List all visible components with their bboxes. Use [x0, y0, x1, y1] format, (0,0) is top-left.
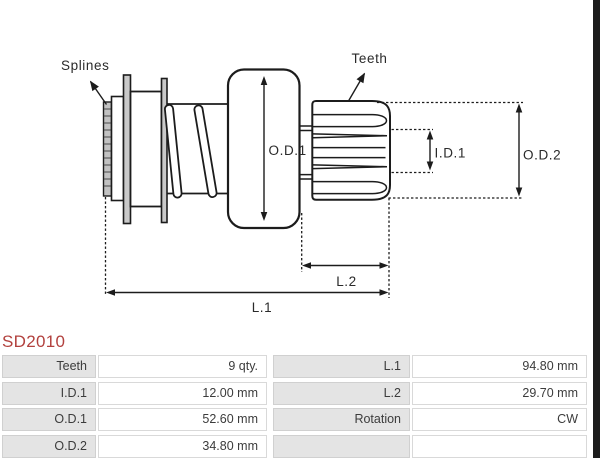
- spec-label: O.D.2: [2, 434, 96, 458]
- dimension-od2: [515, 103, 523, 197]
- od2-label: O.D.2: [523, 148, 561, 163]
- splines-label: Splines: [61, 58, 109, 73]
- part-number: SD2010: [2, 332, 66, 351]
- dimension-od1: [260, 76, 268, 221]
- pinion-teeth-lines: [312, 113, 388, 195]
- teeth-leader-arrow: [347, 72, 366, 102]
- l1-label: L.1: [252, 300, 273, 315]
- spec-table: Teeth 9 qty. L.1 94.80 mm I.D.1 12.00 mm…: [2, 355, 588, 458]
- step-shaft: [299, 125, 313, 180]
- spec-label: [273, 434, 410, 458]
- thrust-washer-front: [122, 74, 132, 225]
- starter-drive-technical-drawing: Splines Teeth O.D.1 I.D.1 O.D.2 L.2 L.1: [61, 51, 561, 315]
- spec-label: L.1: [273, 355, 410, 378]
- spec-label: L.2: [273, 381, 410, 405]
- spec-label: O.D.1: [2, 408, 96, 431]
- pinion-gear: [311, 100, 391, 201]
- splines-leader-arrow: [89, 80, 108, 105]
- drive-assembly: [102, 68, 391, 230]
- collar: [110, 95, 125, 202]
- right-edge-bar: [593, 0, 600, 458]
- spec-value: 52.60 mm: [98, 408, 267, 431]
- spec-label: Rotation: [273, 408, 410, 431]
- id1-label: I.D.1: [435, 146, 467, 161]
- spec-value: 12.00 mm: [98, 381, 267, 405]
- od1-label: O.D.1: [269, 143, 307, 158]
- spec-value: 94.80 mm: [412, 355, 587, 378]
- spec-value: [412, 434, 587, 458]
- dimension-l2: [302, 262, 389, 269]
- spec-value: 29.70 mm: [412, 381, 587, 405]
- spec-label: I.D.1: [2, 381, 96, 405]
- spec-label: Teeth: [2, 355, 96, 378]
- extension-lines: [104, 101, 523, 298]
- spec-value: 34.80 mm: [98, 434, 267, 458]
- splines-section: [102, 101, 113, 197]
- spec-value: 9 qty.: [98, 355, 267, 378]
- table-row: O.D.2 34.80 mm: [2, 434, 588, 458]
- teeth-label: Teeth: [352, 51, 388, 66]
- spec-value: CW: [412, 408, 587, 431]
- hub-cylinder: [129, 90, 163, 208]
- spring-section: [164, 103, 229, 199]
- thrust-washer-rear: [160, 77, 168, 224]
- dimension-id1: [426, 130, 434, 171]
- table-row: I.D.1 12.00 mm L.2 29.70 mm: [2, 381, 588, 405]
- l2-label: L.2: [336, 274, 357, 289]
- table-row: O.D.1 52.60 mm Rotation CW: [2, 408, 588, 431]
- table-row: Teeth 9 qty. L.1 94.80 mm: [2, 355, 588, 378]
- dimension-l1: [106, 289, 389, 296]
